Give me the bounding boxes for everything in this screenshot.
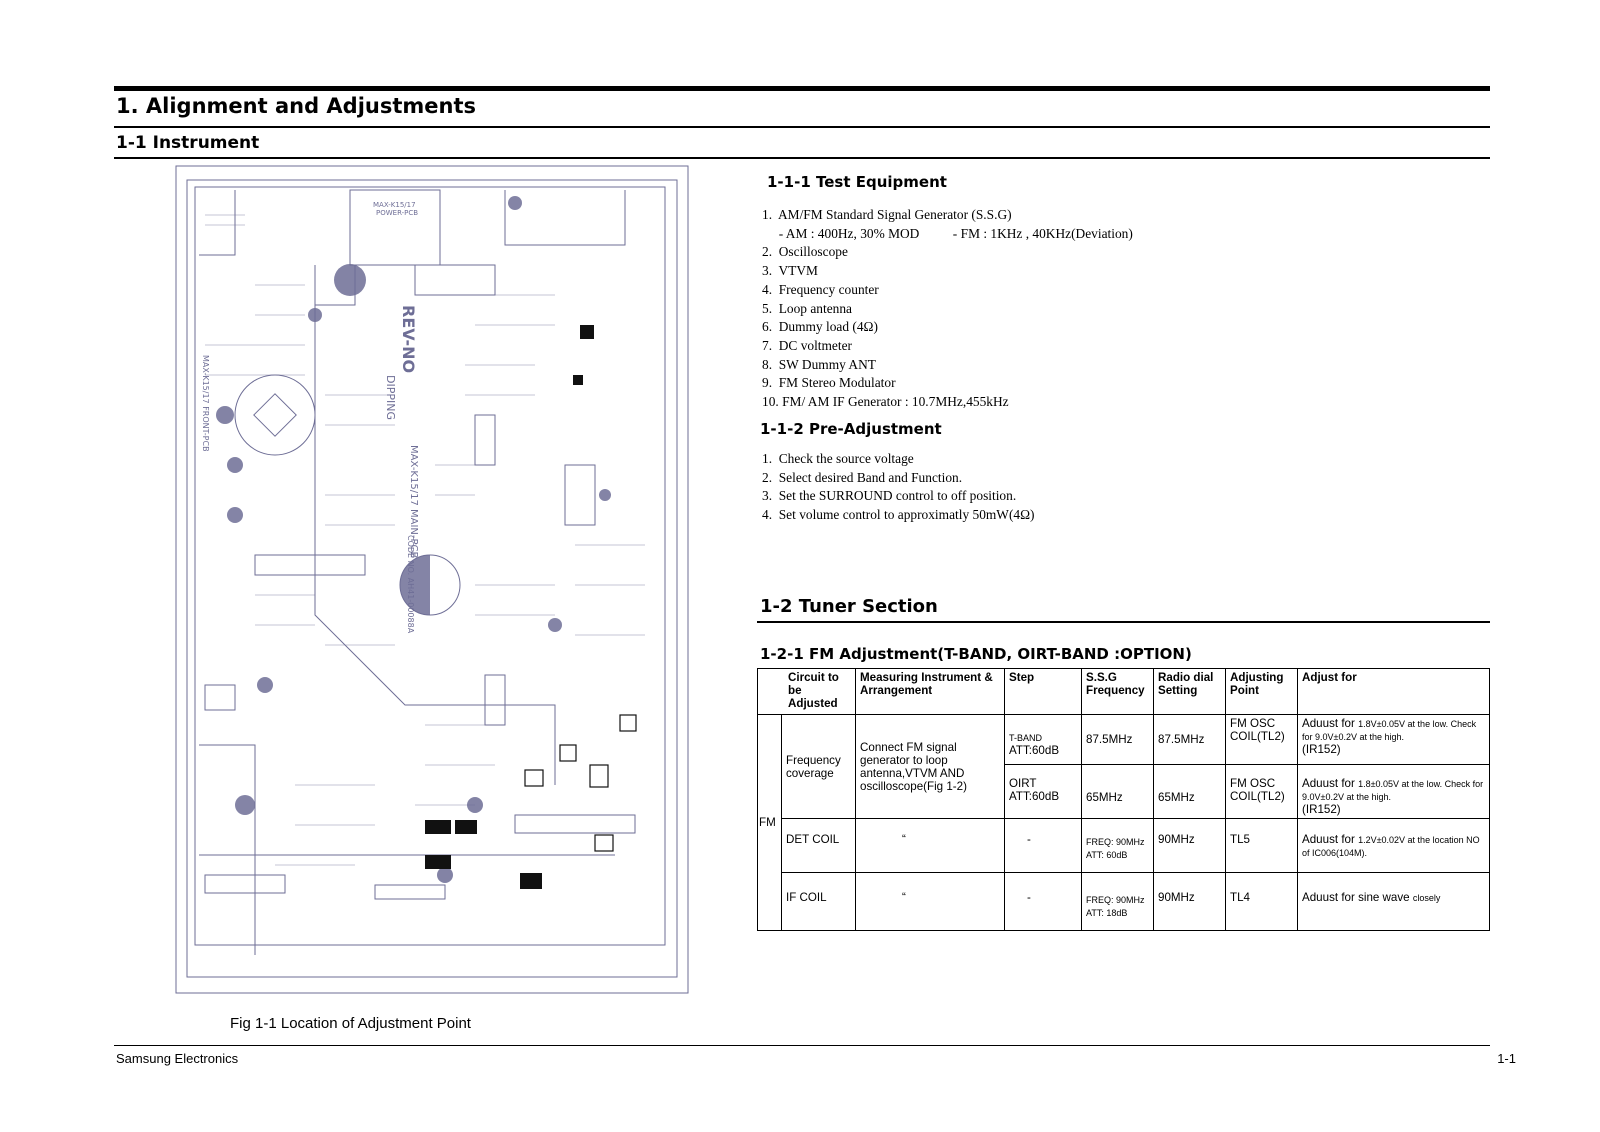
adjust-value: closely [1412, 893, 1441, 903]
table-row: FM Frequency coverage Connect FM signal … [757, 714, 1490, 931]
ssg-freq: FREQ: 90MHz [1086, 837, 1145, 847]
dial-cell: 90MHz [1153, 872, 1226, 931]
ssg-freq: FREQ: 90MHz [1086, 895, 1145, 905]
step-cell: - [1004, 872, 1082, 931]
footer-company: Samsung Electronics [116, 1051, 239, 1066]
step-att: ATT:60dB [1009, 790, 1060, 803]
pcb-main-label: MAX-K15/17 MAIN-PCB [408, 445, 419, 559]
dial-cell: 90MHz [1153, 818, 1226, 873]
adjust-lead: Aduust for [1302, 777, 1359, 790]
list-item: 7. DC voltmeter [762, 337, 853, 353]
adjust-value: 1.8±0.05V at the low. Check for 9.0V±0.2… [1302, 779, 1484, 802]
point-cell: FM OSC COIL(TL2) [1225, 714, 1298, 765]
table-header: Adjusting Point [1225, 668, 1298, 715]
test-equipment-list: 1. AM/FM Standard Signal Generator (S.S.… [762, 206, 1133, 412]
list-item: 8. SW Dummy ANT [762, 356, 876, 372]
ssg-cell: 65MHz [1081, 764, 1154, 819]
list-item: 5. Loop antenna [762, 300, 852, 316]
circuit-cell: IF COIL [781, 872, 856, 931]
adjust-cell: Aduust for 1.2V±0.02V at the location NO… [1297, 818, 1490, 873]
ssg-cell: 87.5MHz [1081, 714, 1154, 765]
subheading-test-equipment: 1-1-1 Test Equipment [767, 173, 947, 191]
instrument-rule [114, 157, 1490, 159]
adjust-cell: Aduust for 1.8±0.05V at the low. Check f… [1297, 764, 1490, 819]
page-number: 1-1 [1497, 1051, 1516, 1066]
list-item: 1. AM/FM Standard Signal Generator (S.S.… [762, 207, 1012, 222]
point-cell: TL5 [1225, 818, 1298, 873]
table-header: Radio dial Setting [1153, 668, 1226, 715]
adjust-value: 1.2V±0.02V at the location NO of IC006(1… [1302, 835, 1480, 858]
pcb-power-label-1: MAX-K15/17 [373, 201, 416, 209]
list-item: 9. FM Stereo Modulator [762, 375, 896, 391]
list-item: 4. Frequency counter [762, 281, 879, 297]
table-header: Adjust for [1297, 668, 1490, 715]
list-item: 2. Select desired Band and Function. [762, 469, 963, 485]
ssg-att: ATT: 18dB [1086, 908, 1128, 918]
list-item: 3. VTVM [762, 263, 818, 279]
top-thick-rule [114, 86, 1490, 91]
tuner-rule [757, 621, 1490, 623]
ssg-att: ATT: 60dB [1086, 850, 1128, 860]
title-rule [114, 126, 1490, 128]
table-header-row: Circuit to be Adjusted Measuring Instrum… [757, 668, 1490, 715]
adjust-lead: Aduust for [1302, 833, 1359, 846]
pcb-front-label: MAX-K15/17 FRONT-PCB [201, 355, 210, 452]
subheading-fm-adjustment: 1-2-1 FM Adjustment(T-BAND, OIRT-BAND :O… [760, 645, 1192, 663]
section-heading-instrument: 1-1 Instrument [116, 133, 260, 153]
step-cell: - [1004, 818, 1082, 873]
table-header: S.S.G Frequency [1081, 668, 1154, 715]
list-item: 4. Set volume control to approximatly 50… [762, 507, 1035, 523]
instrument-cell: Connect FM signal generator to loop ante… [855, 714, 1005, 819]
footer-rule [114, 1045, 1490, 1046]
section-heading-tuner: 1-2 Tuner Section [760, 596, 938, 617]
adjust-end: (IR152) [1302, 803, 1341, 816]
pre-adjustment-list: 1. Check the source voltage 2. Select de… [762, 450, 1035, 525]
step-band: T-BAND [1009, 733, 1043, 743]
band-cell: FM [757, 714, 782, 931]
table-header: Step [1004, 668, 1082, 715]
dial-cell: 87.5MHz [1153, 714, 1226, 765]
adjust-lead: Aduust for [1302, 717, 1359, 730]
pcb-dipping-label: DIPPING [384, 375, 397, 420]
list-item: - AM : 400Hz, 30% MOD - FM : 1KHz , 40KH… [762, 225, 1133, 241]
list-item: 3. Set the SURROUND control to off posit… [762, 488, 1017, 504]
instrument-cell: “ [855, 872, 1005, 931]
list-item: 1. Check the source voltage [762, 451, 914, 466]
list-item: 6. Dummy load (4Ω) [762, 319, 878, 335]
circuit-cell: DET COIL [781, 818, 856, 873]
instrument-cell: “ [855, 818, 1005, 873]
fm-adjustment-table: Circuit to be Adjusted Measuring Instrum… [757, 668, 1490, 931]
table-header: Circuit to be Adjusted [757, 668, 856, 715]
adjust-cell: Aduust for 1.8V±0.05V at the low. Check … [1297, 714, 1490, 765]
figure-caption: Fig 1-1 Location of Adjustment Point [230, 1015, 471, 1032]
pcb-code-label: CODE NO. AH41-00088A [406, 535, 415, 634]
step-att: ATT:60dB [1009, 744, 1060, 757]
adjust-cell: Aduust for sine wave closely [1297, 872, 1490, 931]
circuit-cell: Frequency coverage [781, 714, 856, 819]
adjust-value: 1.8V±0.05V at the low. Check for 9.0V±0.… [1302, 719, 1477, 742]
point-cell: FM OSC COIL(TL2) [1225, 764, 1298, 819]
adjust-lead: Aduust for sine wave [1302, 891, 1413, 904]
list-item: 10. FM/ AM IF Generator : 10.7MHz,455kHz [762, 394, 1009, 410]
subheading-pre-adjustment: 1-1-2 Pre-Adjustment [760, 420, 942, 438]
pcb-layout-figure: MAX-K15/17 POWER-PCB REV-NO DIPPING MAX-… [175, 165, 689, 994]
page-title: 1. Alignment and Adjustments [116, 94, 477, 118]
dial-cell: 65MHz [1153, 764, 1226, 819]
step-band: OIRT [1009, 777, 1037, 790]
table-header: Measuring Instrument & Arrangement [855, 668, 1005, 715]
pcb-power-label-2: POWER-PCB [376, 209, 418, 217]
adjust-end: (IR152) [1302, 743, 1341, 756]
point-cell: TL4 [1225, 872, 1298, 931]
pcb-rev-label: REV-NO [399, 305, 418, 373]
list-item: 2. Oscilloscope [762, 244, 848, 260]
